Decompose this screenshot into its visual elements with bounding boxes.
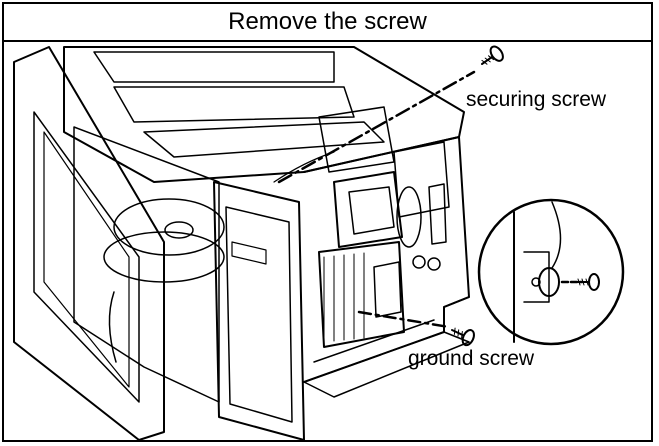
cabinet-top — [63, 46, 465, 183]
microwave-illustration — [13, 45, 625, 440]
diagram-title: Remove the screw — [4, 4, 651, 42]
screw-icon — [575, 273, 600, 291]
securing-screw-label: securing screw — [466, 88, 607, 111]
diagram-frame: Remove the screw — [2, 2, 653, 442]
securing-screw-axis — [277, 70, 476, 184]
ground-screw-label: ground screw — [408, 347, 535, 370]
magnetron — [333, 171, 422, 248]
control-panel — [213, 181, 305, 440]
detail-inset — [477, 198, 625, 346]
ground-screw-axis — [357, 310, 451, 329]
control-board — [273, 106, 450, 271]
screw-icon — [481, 45, 504, 65]
oven-door — [13, 46, 165, 440]
oven-cavity — [73, 126, 225, 403]
base-panel — [303, 331, 470, 398]
transformer — [318, 241, 405, 348]
